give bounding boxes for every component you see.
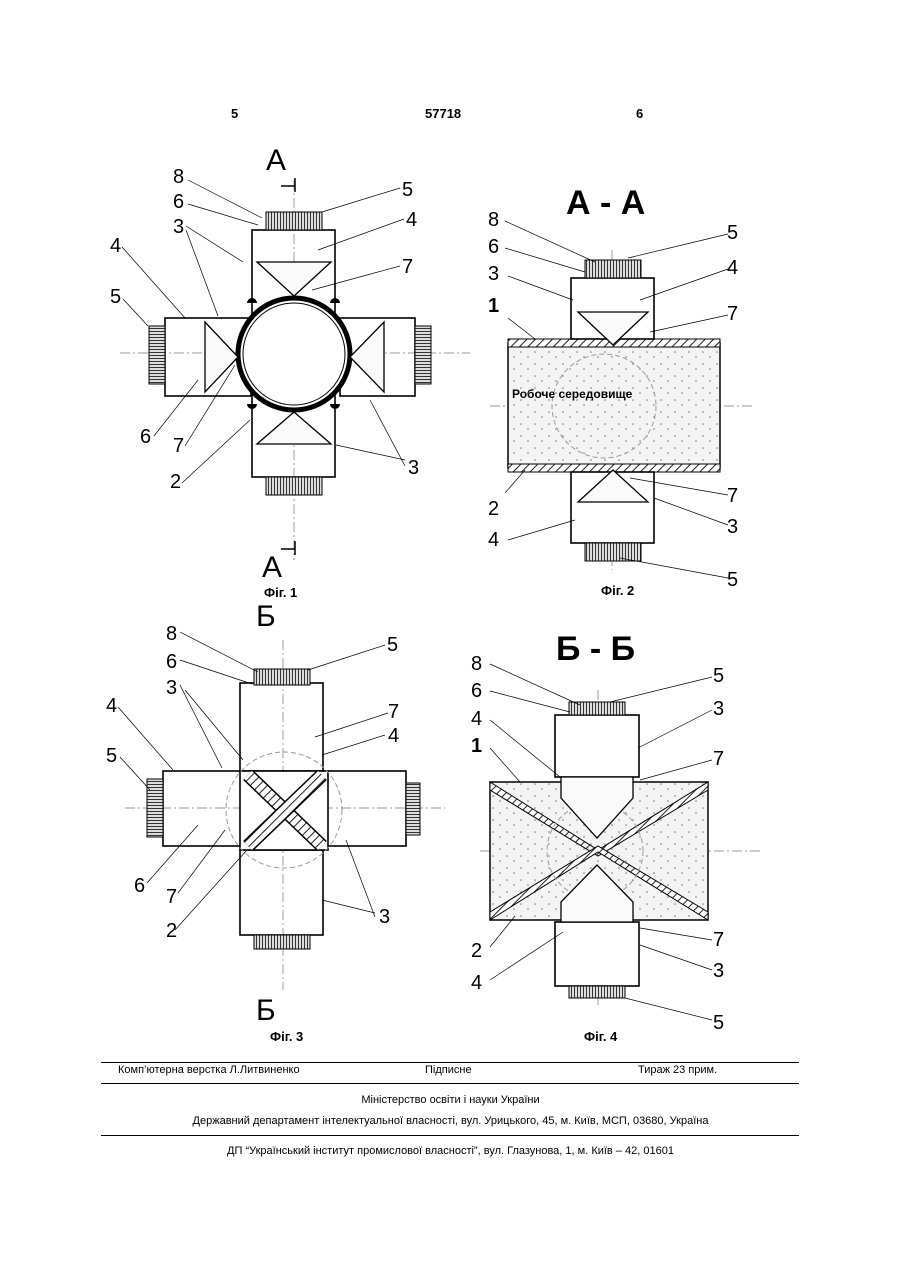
fig3-section-mark-bottom: Б	[256, 994, 276, 1027]
institute-line: ДП “Український інститут промислової вла…	[0, 1145, 901, 1157]
fig2-callout-1: 1	[488, 295, 499, 317]
fig4-callout-3: 3	[713, 698, 724, 720]
fig1-callout-4b: 4	[406, 209, 417, 231]
fig1-callout-3: 3	[173, 216, 184, 238]
fig2-callout-7b: 7	[727, 485, 738, 507]
fig2-caption: Фіг. 2	[601, 583, 634, 598]
fig3-callout-3: 3	[166, 677, 177, 699]
circulation-note: Тираж 23 прим.	[638, 1064, 717, 1076]
fig2-callout-2: 2	[488, 498, 499, 520]
fig2-callout-8: 8	[488, 209, 499, 231]
fig4-callout-3b: 3	[713, 960, 724, 982]
signed-note: Підписне	[425, 1064, 472, 1076]
fig4-callout-7: 7	[713, 748, 724, 770]
ministry-line: Міністерство освіти і науки України	[0, 1094, 901, 1106]
fig2-callout-4: 4	[727, 257, 738, 279]
department-line: Державний департамент інтелектуальної вл…	[0, 1115, 901, 1127]
fig4-callout-6: 6	[471, 680, 482, 702]
fig2-callout-5: 5	[727, 222, 738, 244]
fig3-callout-7b: 7	[388, 701, 399, 723]
fig4-callout-2: 2	[471, 940, 482, 962]
fig2-callout-6: 6	[488, 236, 499, 258]
fig4-callout-7b: 7	[713, 929, 724, 951]
fig1-callout-7b: 7	[402, 256, 413, 278]
fig1-callout-3b: 3	[408, 457, 419, 479]
fig1-callout-8: 8	[173, 166, 184, 188]
fig3-callout-6: 6	[166, 651, 177, 673]
fig4-callout-8: 8	[471, 653, 482, 675]
fig1-caption: Фіг. 1	[264, 585, 297, 600]
fig3-callout-4b: 4	[388, 725, 399, 747]
fig1-callout-6: 6	[173, 191, 184, 213]
fig1-callout-6b: 6	[140, 426, 151, 448]
fig4-caption: Фіг. 4	[584, 1029, 618, 1044]
fig1-callout-2: 2	[170, 471, 181, 493]
fig4-callout-5: 5	[713, 665, 724, 687]
fig4-callout-4b: 4	[471, 972, 482, 994]
fig1-callout-5b: 5	[402, 179, 413, 201]
fig3-callout-5b: 5	[387, 634, 398, 656]
fig1-section-mark-top: А	[266, 144, 286, 177]
fig4-callout-5b: 5	[713, 1012, 724, 1034]
footer-rule-1	[101, 1062, 799, 1063]
footer-rule-2	[101, 1083, 799, 1084]
fig2-section-title: А - А	[566, 184, 645, 222]
fig2-callout-3: 3	[488, 263, 499, 285]
fig1-callout-4: 4	[110, 235, 121, 257]
fig4-callout-1: 1	[471, 735, 482, 757]
fig4-section-title: Б - Б	[556, 630, 635, 668]
fig2-callout-4b: 4	[488, 529, 499, 551]
fig3-callout-7: 7	[166, 886, 177, 908]
fig3-callout-4: 4	[106, 695, 117, 717]
fig2-callout-7: 7	[727, 303, 738, 325]
fig3-callout-5: 5	[106, 745, 117, 767]
fig3-callout-6b: 6	[134, 875, 145, 897]
fig1-callout-7: 7	[173, 435, 184, 457]
fig3-callout-3b: 3	[379, 906, 390, 928]
footer-rule-3	[101, 1135, 799, 1136]
fig2-medium-label: Робоче середовище	[512, 387, 633, 401]
fig3-callout-2: 2	[166, 920, 177, 942]
fig1-section-mark-bottom: А	[262, 551, 282, 584]
fig3-callout-8: 8	[166, 623, 177, 645]
typesetting-credit: Комп’ютерна верстка Л.Литвиненко	[118, 1064, 300, 1076]
fig2-callout-3b: 3	[727, 516, 738, 538]
fig1-callout-5: 5	[110, 286, 121, 308]
fig4-callout-4: 4	[471, 708, 482, 730]
fig3-section-mark-top: Б	[256, 600, 276, 633]
fig3-caption: Фіг. 3	[270, 1029, 303, 1044]
fig2-callout-5b: 5	[727, 569, 738, 591]
